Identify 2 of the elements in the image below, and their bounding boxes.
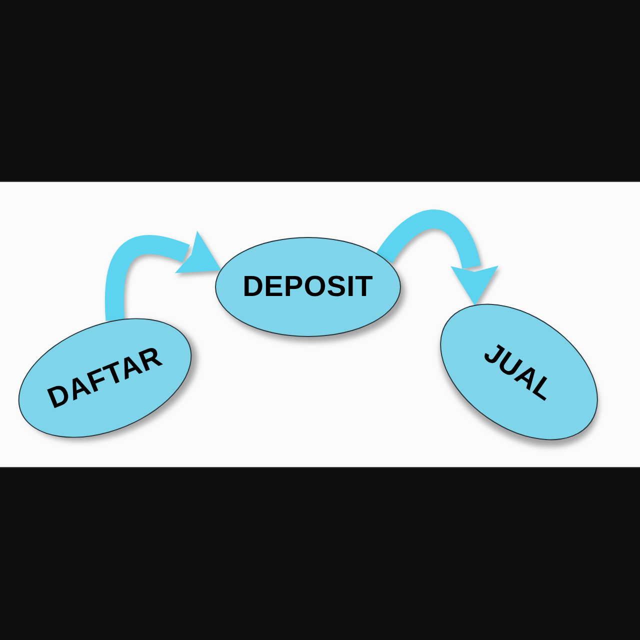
curved-arrow (376, 210, 497, 306)
node-label: DEPOSIT (242, 272, 374, 302)
